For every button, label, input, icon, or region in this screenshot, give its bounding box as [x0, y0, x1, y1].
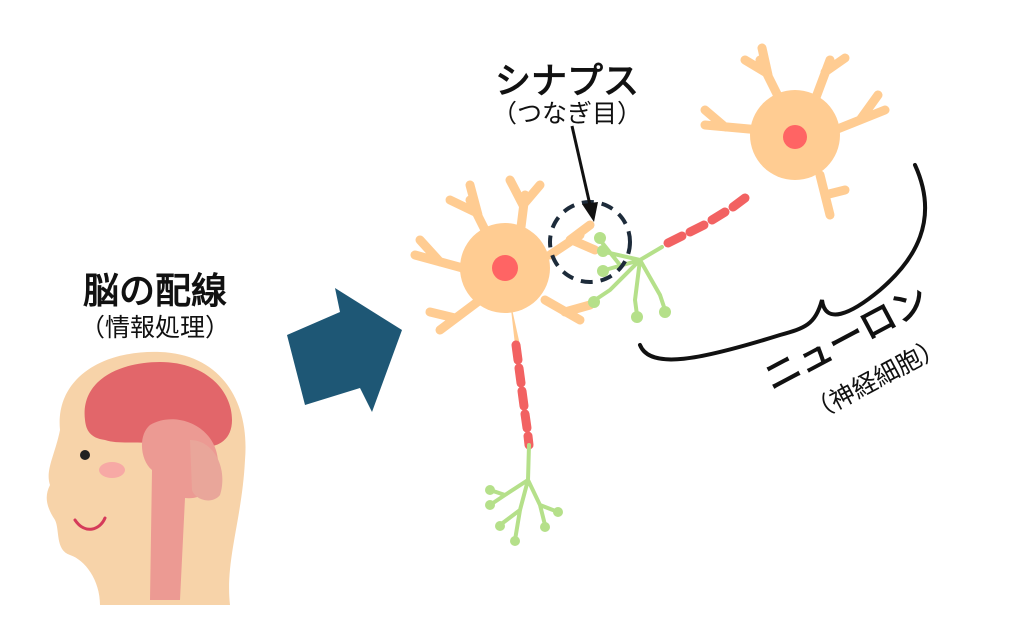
head-illustration [46, 351, 246, 605]
neuron-2 [588, 43, 890, 323]
neuron-brace [638, 163, 928, 362]
brain-wiring-subtitle: （情報処理） [79, 313, 230, 342]
arrow-head-icon [582, 202, 598, 222]
synapse-title: シナプス [494, 61, 639, 102]
neuron-1 [410, 175, 600, 546]
synapse-pointer-arrow [570, 125, 592, 206]
synapse-subtitle: （つなぎ目） [491, 99, 642, 128]
right-arrow-icon [287, 288, 402, 412]
brain-wiring-title: 脳の配線 [82, 271, 227, 312]
